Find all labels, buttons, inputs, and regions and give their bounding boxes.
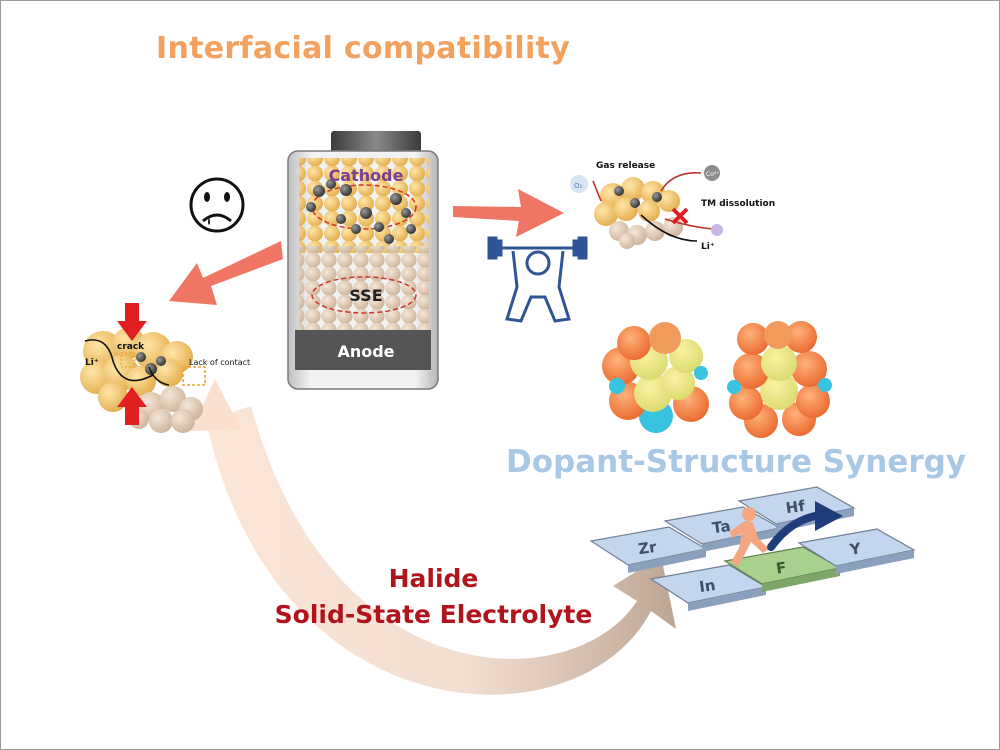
tile-label-hf: Hf bbox=[785, 497, 807, 518]
tile-in: In bbox=[649, 564, 768, 611]
label-crack: crack bbox=[117, 342, 145, 352]
tile-label-zr: Zr bbox=[637, 538, 658, 558]
weightlifter-icon bbox=[487, 236, 588, 323]
title-halide-line2: Solid-State Electrolyte bbox=[274, 600, 593, 629]
tile-y: Y bbox=[797, 528, 916, 574]
label-tm-dissolution: TM dissolution bbox=[701, 199, 775, 209]
tile-label-ta: Ta bbox=[711, 517, 732, 537]
title-halide-sse: Halide Solid-State Electrolyte bbox=[251, 561, 616, 633]
crystal-structure-1 bbox=[602, 322, 709, 433]
title-dopant-structure-synergy: Dopant-Structure Synergy bbox=[506, 444, 967, 480]
title-interfacial-compatibility: Interfacial compatibility bbox=[156, 31, 571, 66]
label-lack-of-contact: Lack of contact bbox=[189, 358, 250, 367]
arrow-right-degradation bbox=[453, 189, 564, 237]
jump-arrow-icon bbox=[767, 501, 843, 551]
sse-layer bbox=[299, 246, 429, 330]
anode-layer bbox=[295, 330, 431, 370]
tile-label-in: In bbox=[698, 576, 717, 596]
battery-cell bbox=[287, 131, 439, 390]
label-o2: O₂ bbox=[574, 182, 583, 190]
runner-icon bbox=[729, 507, 769, 566]
tile-zr: Zr bbox=[589, 526, 708, 573]
label-sse: SSE bbox=[349, 286, 382, 305]
arrow-left-degradation bbox=[169, 241, 283, 305]
sad-face-icon bbox=[189, 177, 245, 233]
title-halide-line1: Halide bbox=[388, 564, 479, 593]
interface-left-cluster bbox=[80, 303, 206, 433]
tile-label-f: F bbox=[775, 558, 788, 577]
interface-right-cluster bbox=[570, 165, 723, 249]
cycle-swoosh-arrow bbox=[191, 379, 676, 695]
label-anode: Anode bbox=[337, 342, 394, 361]
tile-label-y: Y bbox=[848, 539, 863, 559]
crystal-structure-2 bbox=[727, 321, 832, 438]
label-co-ion: Co²⁺ bbox=[706, 171, 719, 178]
label-cathode: Cathode bbox=[329, 166, 404, 185]
label-li-ion-left: Li⁺ bbox=[85, 358, 99, 368]
label-li-ion-right: Li⁺ bbox=[701, 242, 715, 252]
cathode-layer bbox=[299, 158, 429, 253]
label-gas-release: Gas release bbox=[596, 161, 655, 171]
